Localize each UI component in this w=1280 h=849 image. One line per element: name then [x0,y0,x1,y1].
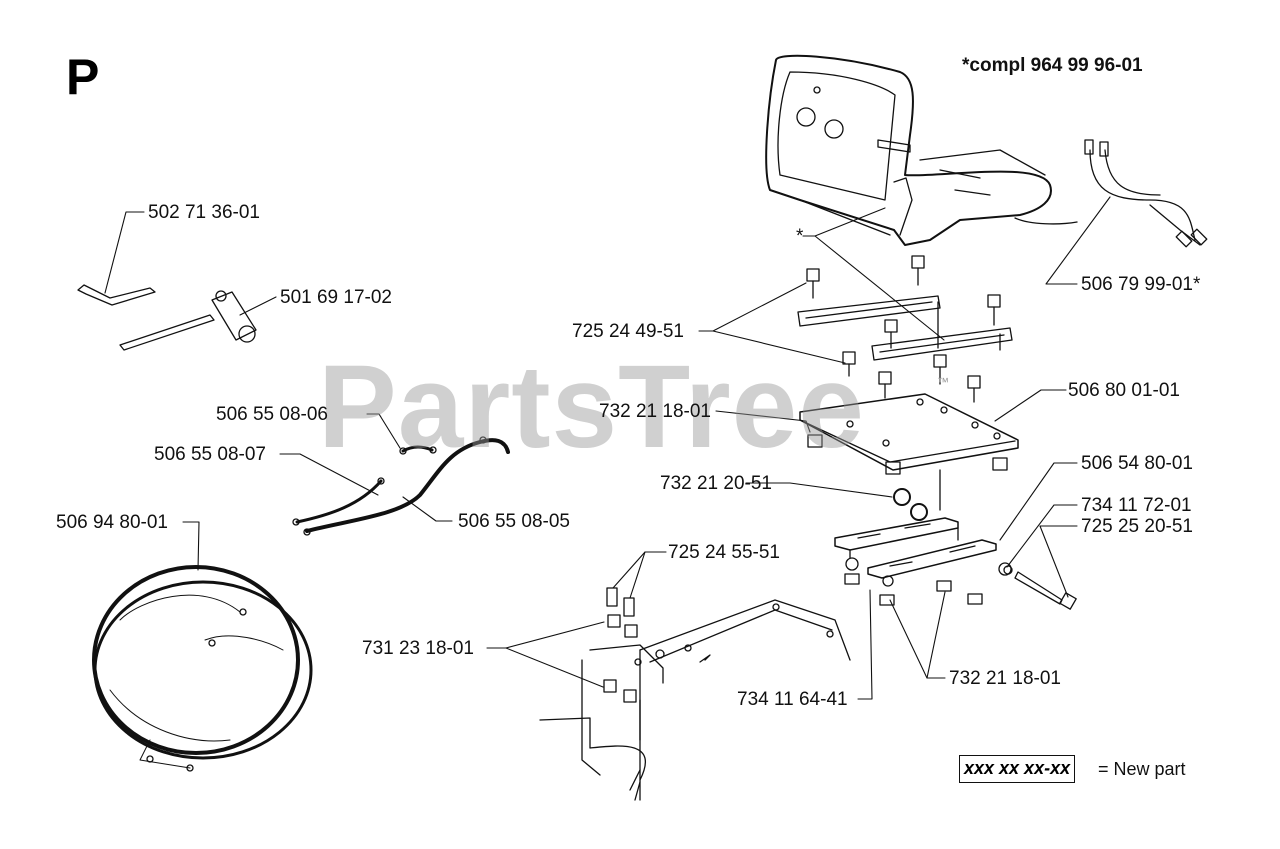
seat-rails-drawing [797,295,1013,361]
complete-assembly-note: *compl 964 99 96-01 [962,55,1143,76]
watermark: PartsTree [318,341,865,473]
new-part-legend-box: xxx xx xx-xx [959,755,1076,783]
part-label[interactable]: 732 21 18-01 [599,401,711,422]
long-bolt-drawing [1003,565,1077,610]
ground-cables-drawing [292,436,510,536]
part-label[interactable]: 731 23 18-01 [362,638,474,659]
part-label[interactable]: 502 71 36-01 [148,202,260,223]
part-label[interactable]: 506 80 01-01 [1068,380,1180,401]
wiring-harness-drawing [92,565,313,772]
part-label[interactable]: 501 69 17-02 [280,287,392,308]
leader-lines [104,196,1111,700]
seat-brackets-drawing [834,517,997,579]
seat-switch-cable-drawing [1084,139,1208,248]
socket-wrench-drawing [119,290,257,351]
part-label[interactable]: 725 24 49-51 [572,321,684,342]
new-part-legend-text: = New part [1098,759,1186,779]
allen-key-drawing [77,284,156,306]
part-label[interactable]: 734 11 72-01 [1081,495,1192,516]
part-label[interactable]: 506 55 08-06 [216,404,328,425]
page-letter: P [66,49,100,105]
part-label[interactable]: 506 55 08-05 [458,511,570,532]
part-label[interactable]: 506 54 80-01 [1081,453,1193,474]
part-label[interactable]: 732 21 20-51 [660,473,772,494]
asterisk-mark: * [796,226,804,247]
part-label[interactable]: 732 21 18-01 [949,668,1061,689]
part-label[interactable]: 725 25 20-51 [1081,516,1193,537]
part-label[interactable]: 506 55 08-07 [154,444,266,465]
nuts-drawing [844,488,1012,606]
trademark-mark: ™ [937,375,949,389]
part-label[interactable]: 725 24 55-51 [668,542,780,563]
part-label[interactable]: 734 11 64-41 [737,689,848,710]
part-label[interactable]: 506 79 99-01* [1081,274,1201,295]
part-label[interactable]: 506 94 80-01 [56,512,168,533]
seat-bolts-drawing [806,255,1001,403]
seat-drawing [765,54,1078,246]
chassis-frame-drawing [539,587,851,801]
